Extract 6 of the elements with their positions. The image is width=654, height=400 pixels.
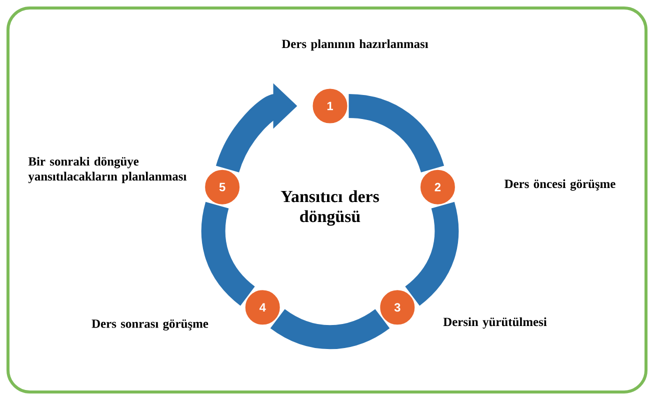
step-label: Ders öncesi görüşme xyxy=(504,179,616,191)
center-title: Yansıtıcı ders döngüsü xyxy=(280,190,379,226)
step-label: Ders planının hazırlanması xyxy=(282,39,428,51)
step-label: Dersin yürütülmesi xyxy=(443,317,547,329)
step-label: Ders sonrası görüşme xyxy=(92,319,208,331)
step-label: Bir sonraki döngüye yansıtılacakların planlanması xyxy=(28,156,186,184)
